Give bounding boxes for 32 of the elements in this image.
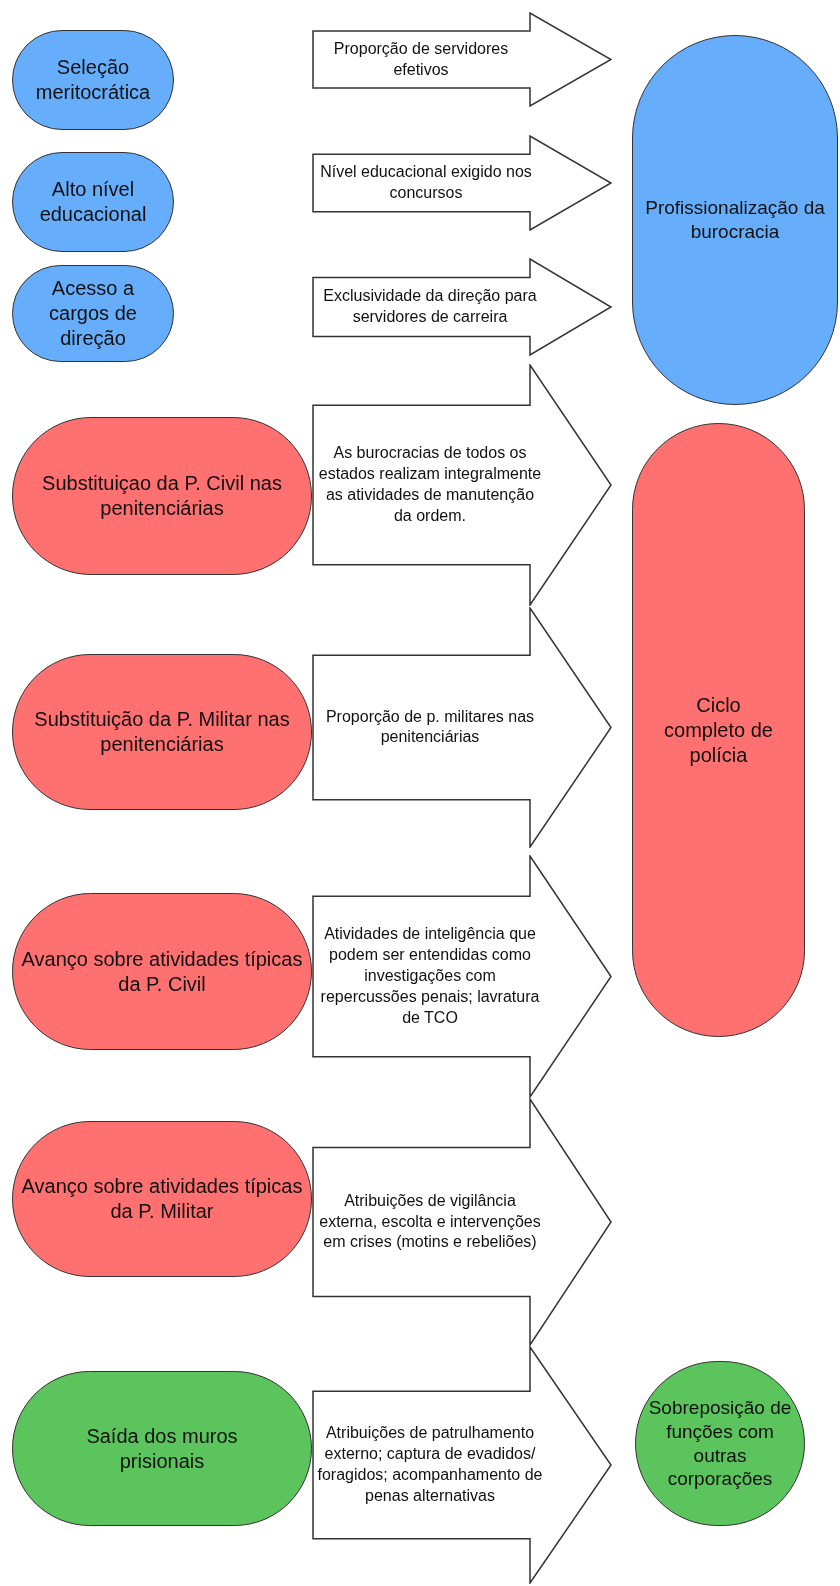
node-label: Substituição da P. Militar nas penitenciárias <box>33 707 291 757</box>
rounded-node <box>12 654 312 810</box>
arrow-text: As burocracias de todos os estados realizam integralmente as atividades de manutenção da ordem. <box>317 443 543 526</box>
arrow-text: Atividades de inteligência que podem ser entendidas como investigações com repercussões penais; lavratura de TCO <box>319 924 541 1028</box>
block-arrow-node <box>312 258 612 356</box>
node-label: Alto nível educacional <box>38 177 148 227</box>
block-arrow-node <box>312 135 612 231</box>
rounded-node <box>12 1371 312 1526</box>
rounded-node <box>12 893 312 1050</box>
rounded-node <box>12 1121 312 1277</box>
node-label: Avanço sobre atividades típicas da P. Civil <box>21 946 303 997</box>
node-label: Saída dos muros prisionais <box>85 1423 239 1474</box>
arrow-text: Atribuições de vigilância externa, escolta e intervenções em crises (motins e rebeliões) <box>318 1190 542 1253</box>
node-label: Ciclo completo de polícia <box>663 692 774 768</box>
node-label: Profissionalização da burocracia <box>645 196 825 244</box>
node-label: Acesso a cargos de direção <box>48 276 138 351</box>
node-label: Seleção meritocrática <box>34 55 152 105</box>
block-arrow-node <box>312 1346 612 1584</box>
block-arrow-node <box>312 607 612 848</box>
rounded-node <box>12 417 312 575</box>
arrow-text: Exclusividade da direção para servidores de carreira <box>322 286 538 327</box>
arrow-text: Atribuições de patrulhamento externo; captura de evadidos/ foragidos; acompanhamento de penas alternativas <box>316 1423 544 1506</box>
block-arrow-node <box>312 855 612 1098</box>
block-arrow-node <box>312 12 612 107</box>
node-label: Sobreposição de funções com outras corporações <box>647 1396 793 1491</box>
arrow-text: Nível educacional exigido nos concursos <box>319 162 533 203</box>
arrow-text: Proporção de p. militares nas penitenciárias <box>324 706 536 748</box>
arrow-text: Proporção de servidores efetivos <box>332 38 510 80</box>
block-arrow-node <box>312 1098 612 1346</box>
block-arrow-node <box>312 364 612 606</box>
node-label: Substituiçao da P. Civil nas penitenciárias <box>41 471 283 521</box>
node-label: Avanço sobre atividades típicas da P. Militar <box>20 1174 304 1224</box>
